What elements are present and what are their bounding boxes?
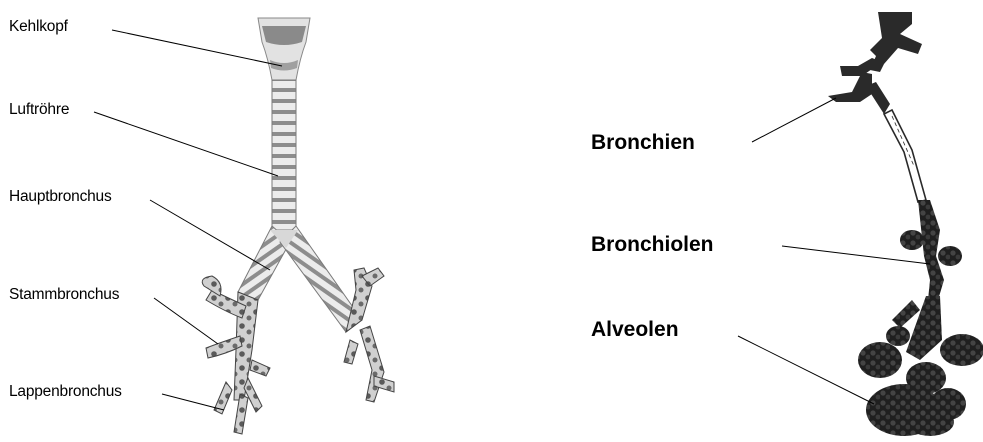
label-stammbronchus: Stammbronchus [9, 286, 119, 304]
label-alveolen: Alveolen [591, 318, 679, 342]
larynx-shape [258, 18, 310, 80]
leader-line-luftroehre [94, 112, 278, 176]
leader-line-kehlkopf [112, 30, 282, 66]
label-kehlkopf: Kehlkopf [9, 18, 68, 36]
trachea-shape [272, 80, 296, 230]
bronchi-branch-shape [828, 12, 922, 114]
leader-line-hauptbronchus [150, 200, 270, 270]
right-lobar-bronchi-shape [344, 268, 394, 402]
alveoli-clusters-shape [858, 200, 983, 436]
leader-line-alveolen [738, 336, 874, 404]
label-bronchien: Bronchien [591, 131, 695, 155]
main-bronchi-shape [238, 226, 362, 332]
leader-line-bronchien [752, 98, 836, 142]
leader-line-lappenbronchus [162, 394, 224, 410]
leader-line-stammbronchus [154, 298, 218, 344]
label-hauptbronchus: Hauptbronchus [9, 188, 112, 206]
label-bronchiolen: Bronchiolen [591, 233, 714, 257]
label-luftroehre: Luftröhre [9, 101, 69, 119]
label-lappenbronchus: Lappenbronchus [9, 383, 122, 401]
bronchiole-tube-shape [884, 110, 926, 202]
left-lobar-bronchi-shape [202, 276, 270, 434]
